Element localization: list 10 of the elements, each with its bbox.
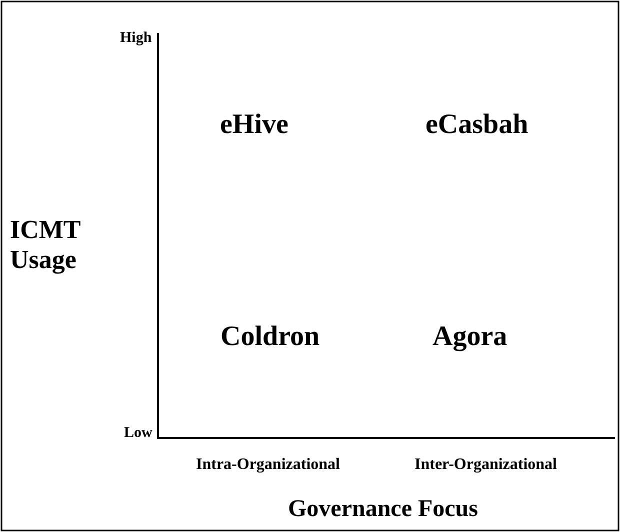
quadrant-label: Coldron <box>220 321 320 354</box>
axis-category-label: Inter-Organizational <box>414 456 557 474</box>
quadrant-label: Agora <box>432 321 508 354</box>
quadrant-label: eCasbah <box>426 109 528 142</box>
axis-category-label: Intra-Organizational <box>196 456 340 474</box>
axis-tick-label: High <box>120 30 152 47</box>
axis-title: ICMT Usage <box>10 215 82 275</box>
axis-title: Governance Focus <box>288 496 478 524</box>
axis-tick-label: Low <box>124 424 152 442</box>
quadrant-label: eHive <box>220 109 288 142</box>
